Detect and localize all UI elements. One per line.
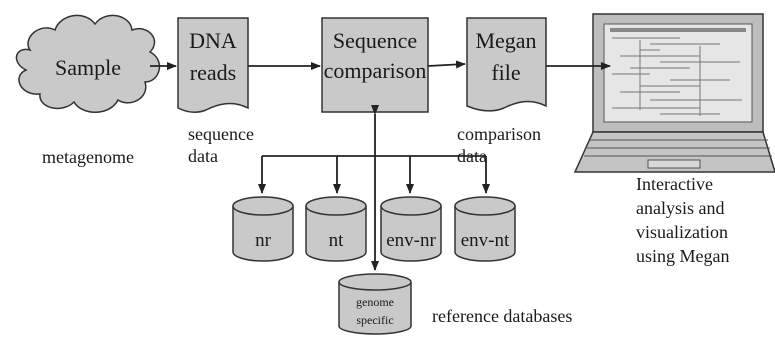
- sequence-data-line1: sequence: [188, 124, 254, 144]
- dna-reads-line2: reads: [190, 60, 236, 85]
- database-cylinder-icon: [232, 206, 294, 262]
- process-box: [321, 17, 429, 113]
- megan-file-line1: Megan: [475, 28, 536, 53]
- genome-label-line1: genome: [356, 295, 394, 309]
- database-env-nr: env-nr: [380, 196, 442, 262]
- metagenome-caption: metagenome: [42, 147, 134, 167]
- genome-label-line2: specific: [356, 313, 393, 327]
- sample-label: Sample: [55, 55, 121, 80]
- database-cylinder-icon: [338, 282, 412, 335]
- arrow-comparison-to-megan: [427, 60, 466, 69]
- laptop-icon: [573, 13, 775, 173]
- interactive-line4: using Megan: [636, 246, 730, 266]
- reference-databases-caption: reference databases: [432, 306, 572, 326]
- interactive-line3: visualization: [636, 222, 728, 242]
- sequence-comparison-node: Sequence comparison: [321, 17, 429, 113]
- interactive-line2: analysis and: [636, 198, 724, 218]
- database-cylinder-icon: [380, 206, 442, 262]
- database-nr: nr: [232, 196, 294, 262]
- database-label-env-nr: env-nr: [386, 230, 436, 251]
- sequence-data-line2: data: [188, 146, 218, 166]
- document-icon: [466, 17, 547, 112]
- sequence-comparison-line1: Sequence: [333, 28, 417, 53]
- megan-file-line2: file: [491, 60, 520, 85]
- megan-file-node: Megan file: [466, 17, 547, 112]
- document-icon: [177, 17, 249, 113]
- cloud-icon: [15, 14, 161, 113]
- database-nt: nt: [305, 196, 367, 262]
- sample-cloud: Sample: [15, 14, 161, 113]
- database-connectors: [258, 105, 490, 271]
- database-label-nr: nr: [255, 230, 272, 251]
- database-genome-specific: genome specific: [338, 273, 412, 335]
- database-label-env-nt: env-nt: [461, 230, 510, 251]
- database-label-nt: nt: [329, 230, 345, 251]
- dna-reads-node: DNA reads: [177, 17, 249, 113]
- database-cylinder-icon: [305, 206, 367, 262]
- interactive-line1: Interactive: [636, 174, 713, 194]
- database-env-nt: env-nt: [454, 196, 516, 262]
- dna-reads-line1: DNA: [189, 28, 237, 53]
- sequence-comparison-line2: comparison: [324, 58, 427, 83]
- comparison-data-line1: comparison: [457, 124, 541, 144]
- database-cylinder-icon: [454, 206, 516, 262]
